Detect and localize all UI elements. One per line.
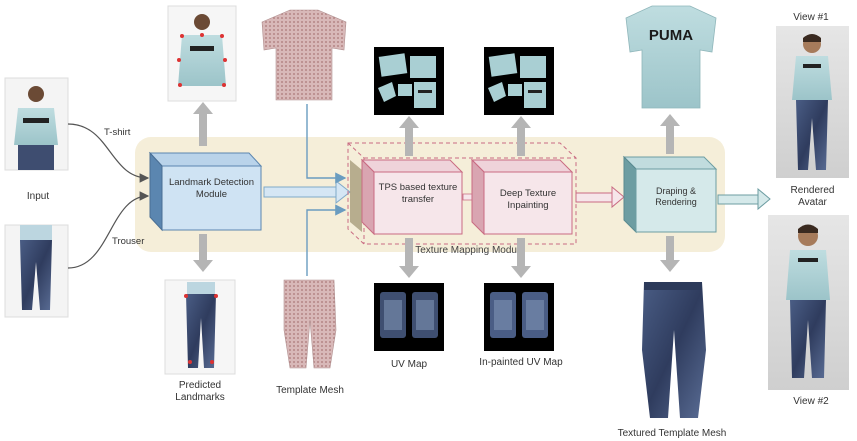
template-mesh-label: Template Mesh (276, 385, 344, 396)
arrow-up-inpaint (511, 116, 531, 156)
arrow-up-draping (660, 114, 680, 154)
trouser-connector (67, 191, 150, 269)
tps-box (360, 158, 464, 236)
tps-label: TPS based texture transfer (378, 182, 458, 205)
textured-template-mesh-label: Textured Template Mesh (618, 428, 727, 439)
trouser-label: Trouser (112, 236, 144, 247)
input-tshirt-photo (4, 77, 69, 171)
pants-inpainted-uv-map (484, 283, 554, 351)
draping-label-wrap: Draping & Rendering (655, 186, 697, 207)
inpainted-uv-label-wrap: In-painted UV Map (479, 357, 563, 368)
avatar-view1 (776, 26, 849, 178)
texture-input-panel (350, 160, 362, 232)
inpainted-uv-label: In-painted UV Map (479, 357, 563, 368)
tshirt-connector (67, 123, 150, 183)
landmark-detection-module (148, 151, 263, 232)
arrow-landmark-to-texture (263, 179, 351, 205)
inpainting-label: Deep Texture Inpainting (499, 188, 557, 211)
inpainting-box (470, 158, 574, 236)
arrow-mesh-pants-to-texture (306, 204, 347, 276)
view1-label: View #1 (793, 12, 829, 23)
view2-label: View #2 (793, 396, 829, 407)
textured-jeans (642, 282, 706, 418)
texture-mapping-label: Texture Mapping Module (415, 245, 525, 256)
landmark-module-label: Landmark Detection Module (168, 177, 255, 200)
shirt-uv-map (374, 47, 444, 115)
input-label: Input (27, 191, 49, 202)
texture-mapping-label-wrap: Texture Mapping Module (415, 245, 525, 256)
template-mesh-pants (283, 279, 337, 369)
avatar-view2 (768, 215, 849, 390)
shirt-inpainted-uv-map (484, 47, 554, 115)
arrow-mesh-shirt-to-texture (306, 104, 347, 184)
predicted-landmarks-label: Predicted Landmarks (175, 380, 225, 403)
arrow-draping-to-avatar (717, 187, 771, 211)
template-mesh-shirt (261, 9, 347, 101)
draping-rendering-box (622, 155, 718, 234)
arrow-up-tps (399, 116, 419, 156)
landmark-shirt-output (167, 5, 237, 102)
uv-map-label: UV Map (391, 359, 428, 370)
tps-label-wrap: TPS based texture transfer (378, 182, 458, 205)
inpainting-label-wrap: Deep Texture Inpainting (499, 188, 557, 211)
landmark-module-label-wrap: Landmark Detection Module (168, 177, 255, 200)
shirt-logo-text: PUMA (649, 27, 693, 44)
draping-label: Draping & Rendering (655, 186, 697, 207)
arrow-texture-to-draping (575, 185, 625, 209)
arrow-up-landmarks (193, 102, 213, 146)
arrow-down-inpaint (511, 238, 531, 278)
pants-uv-map (374, 283, 444, 351)
arrow-down-landmarks (193, 234, 213, 272)
rendered-avatar-label-wrap: Rendered Avatar (790, 185, 835, 208)
predicted-landmarks-image (164, 279, 236, 375)
arrow-down-tps (399, 238, 419, 278)
rendered-avatar-label: Rendered Avatar (790, 185, 835, 208)
predicted-landmarks-label-wrap: Predicted Landmarks (175, 380, 225, 403)
arrow-down-draping (660, 236, 680, 272)
input-trouser-photo (4, 224, 69, 318)
tshirt-label: T-shirt (104, 127, 131, 138)
textured-shirt: PUMA (625, 5, 717, 109)
